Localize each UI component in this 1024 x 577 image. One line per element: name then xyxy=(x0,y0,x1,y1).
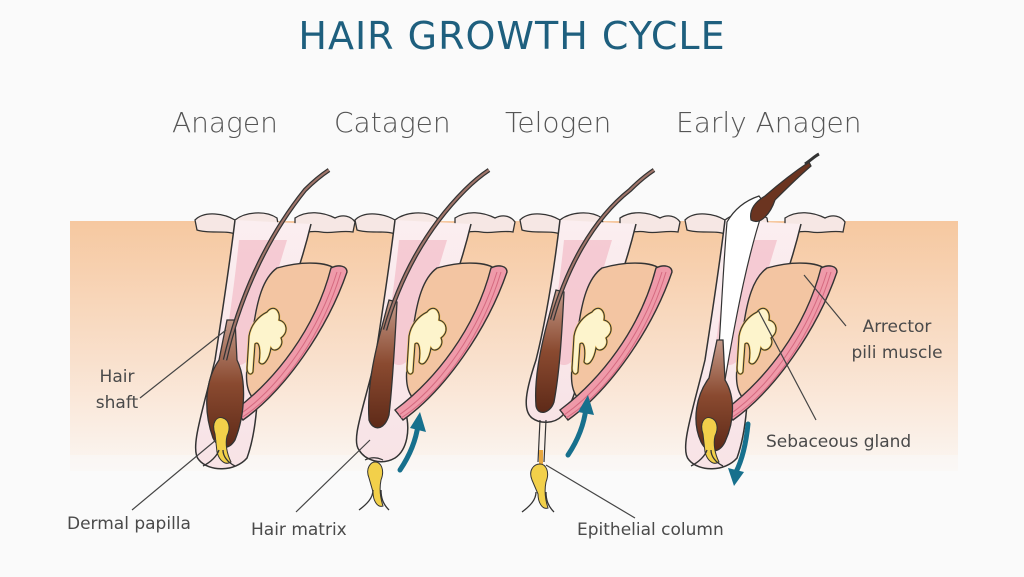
label-arrector-line1: Arrector xyxy=(862,317,932,337)
label-arrector-line2: pili muscle xyxy=(851,343,943,363)
label-dermal-papilla: Dermal papilla xyxy=(67,514,191,534)
label-hair-shaft-line2: shaft xyxy=(95,393,139,413)
label-hair-matrix: Hair matrix xyxy=(251,520,347,540)
stage-label-telogen: Telogen xyxy=(505,106,612,139)
label-sebaceous-gland: Sebaceous gland xyxy=(766,432,912,452)
arrow-up-icon xyxy=(410,412,426,432)
follicle-anagen xyxy=(194,168,356,470)
arrow-down-icon xyxy=(728,468,744,486)
stage-label-early-anagen: Early Anagen xyxy=(676,106,862,139)
label-hair-shaft: Hair shaft xyxy=(92,364,142,416)
follicle-early-anagen xyxy=(684,152,846,470)
follicle-telogen xyxy=(519,168,681,513)
label-epithelial-column: Epithelial column xyxy=(577,520,724,540)
label-hair-shaft-line1: Hair xyxy=(99,367,135,387)
leader-lines xyxy=(131,274,847,519)
label-arrector-pili-muscle: Arrector pili muscle xyxy=(842,314,952,366)
follicle-catagen xyxy=(354,168,516,511)
arrow-up-icon xyxy=(578,395,594,415)
stage-label-catagen: Catagen xyxy=(334,106,451,139)
stage-label-anagen: Anagen xyxy=(172,106,278,139)
diagram-title: HAIR GROWTH CYCLE xyxy=(298,14,726,58)
arrow-down-icon xyxy=(733,421,751,475)
